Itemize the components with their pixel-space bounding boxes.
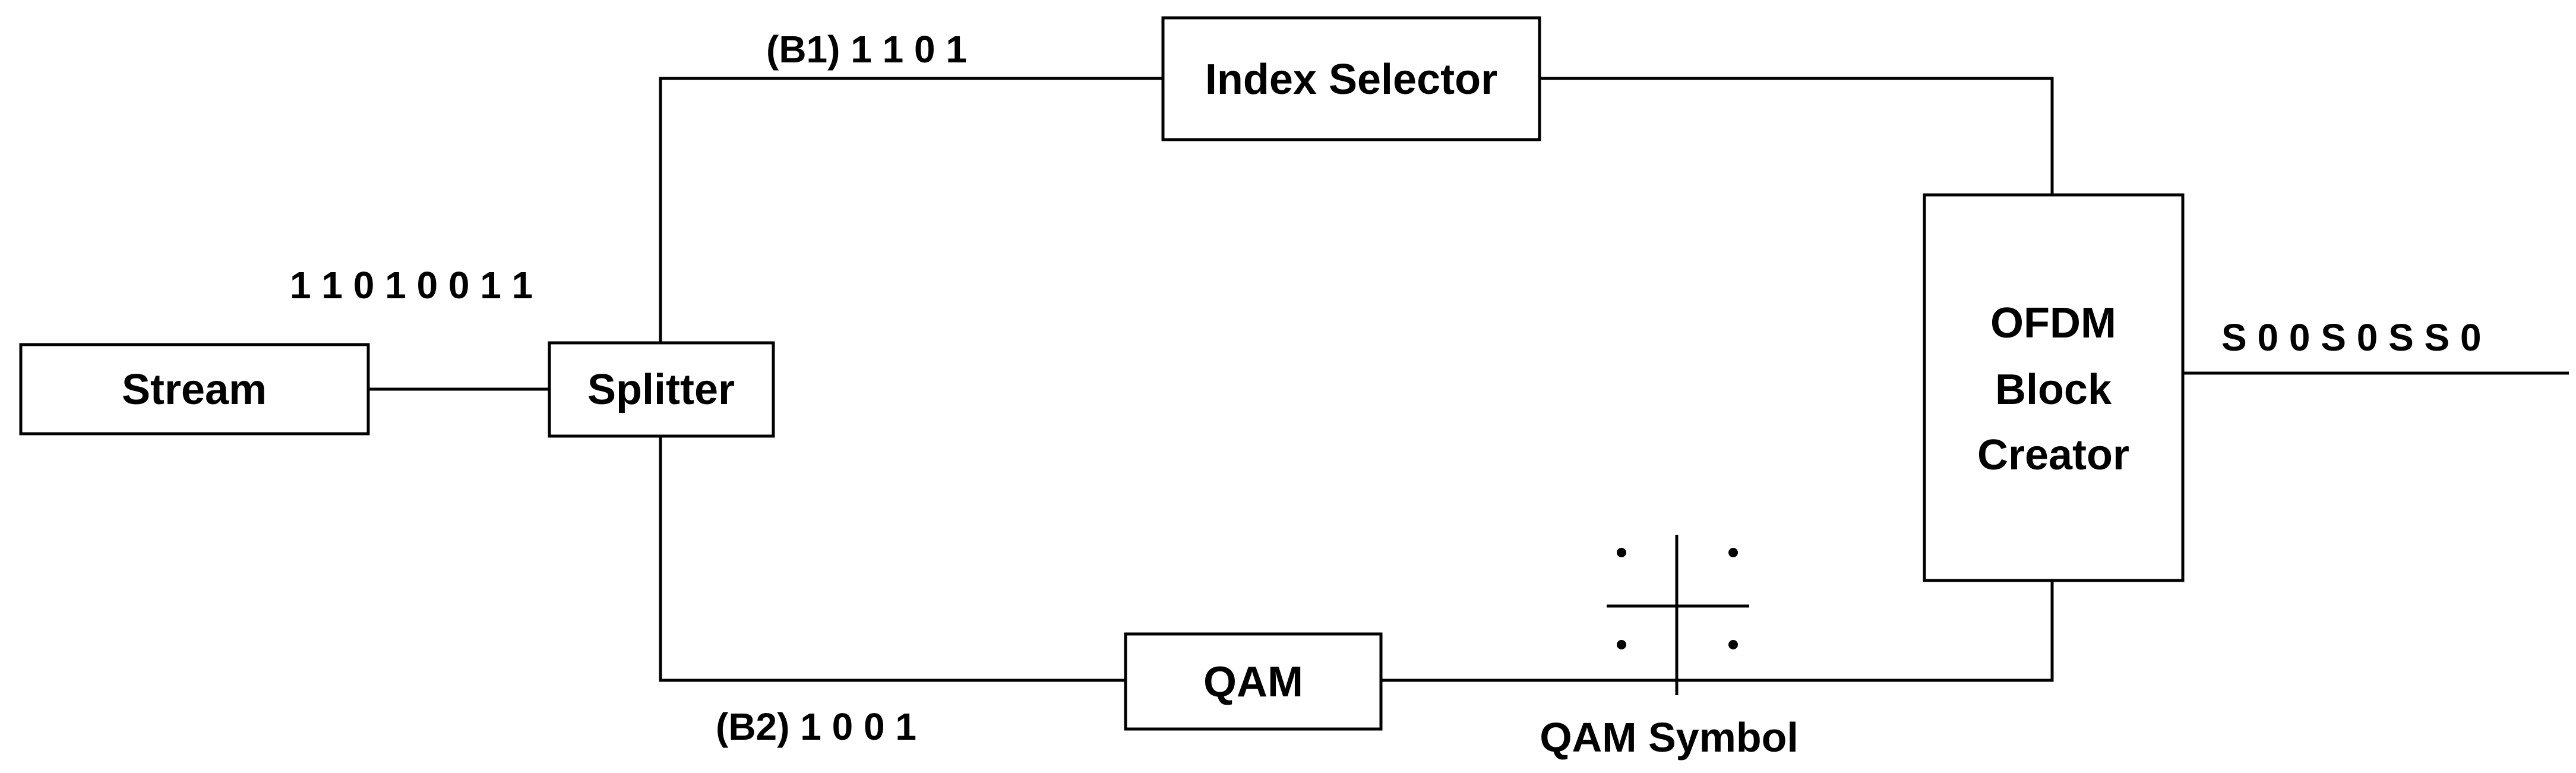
stream-label: Stream [122,366,267,414]
qam-label: QAM [1203,658,1303,706]
ofdm-label-line3: Creator [1977,431,2129,479]
splitter-block: Splitter [548,341,775,438]
stream-block: Stream [19,343,370,436]
index-selector-to-ofdm-line [1540,77,2054,195]
ofdm-label-line2: Block [1995,366,2112,414]
b2-bits-label: (B2) 1 0 0 1 [716,705,916,748]
output-sequence-label: S 0 0 S 0 S S 0 [2221,316,2482,359]
splitter-to-index-selector-line [659,77,1163,343]
index-selector-label: Index Selector [1205,56,1497,103]
qam-to-ofdm-line [1381,580,2054,682]
qam-symbol-label: QAM Symbol [1540,714,1799,761]
constellation-point [1728,548,1738,557]
qam-block: QAM [1124,632,1383,731]
constellation-point [1617,640,1626,649]
splitter-label: Splitter [587,366,735,414]
constellation-point [1728,640,1738,649]
input-bits-label: 1 1 0 1 0 0 1 1 [290,264,533,307]
splitter-to-qam-line [659,436,1126,682]
ofdm-label-line1: OFDM [1990,299,2116,347]
qam-constellation-icon [1607,535,1749,695]
b1-bits-label: (B1) 1 1 0 1 [766,28,967,71]
constellation-point [1617,548,1626,557]
index-selector-block: Index Selector [1161,16,1541,141]
ofdm-block-creator: OFDM Block Creator [1923,193,2185,582]
